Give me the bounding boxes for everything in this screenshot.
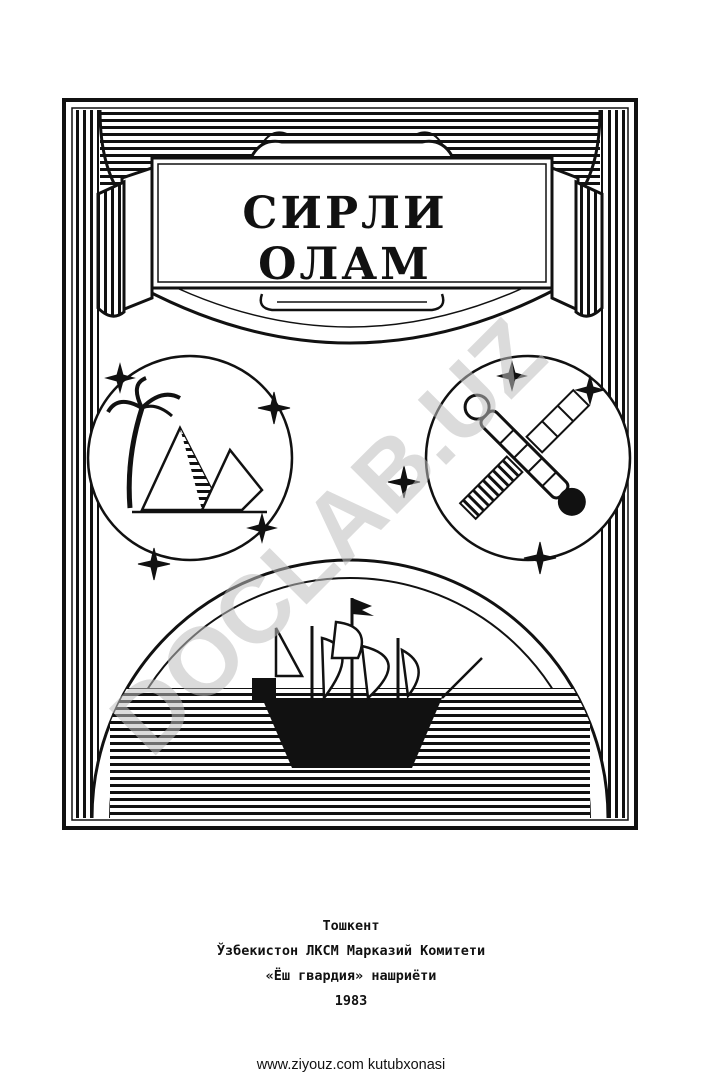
- imprint-city: Тошкент: [322, 918, 380, 934]
- imprint-publisher: «Ёш гвардия» нашриёти: [265, 968, 437, 984]
- ship-drawing: [252, 598, 483, 768]
- imprint-year: 1983: [334, 993, 368, 1009]
- imprint-publisher-org: Ўзбекистон ЛКСМ Марказий Комитети: [216, 943, 486, 959]
- book-title: СИРЛИ ОЛАМ: [242, 188, 448, 290]
- cover-artwork: [62, 98, 638, 830]
- footer-url[interactable]: www.ziyouz.com kutubxonasi: [256, 1057, 446, 1073]
- imprint-block: Тошкент Ўзбекистон ЛКСМ Марказий Комитет…: [0, 914, 702, 1014]
- cover-illustration: [62, 98, 638, 830]
